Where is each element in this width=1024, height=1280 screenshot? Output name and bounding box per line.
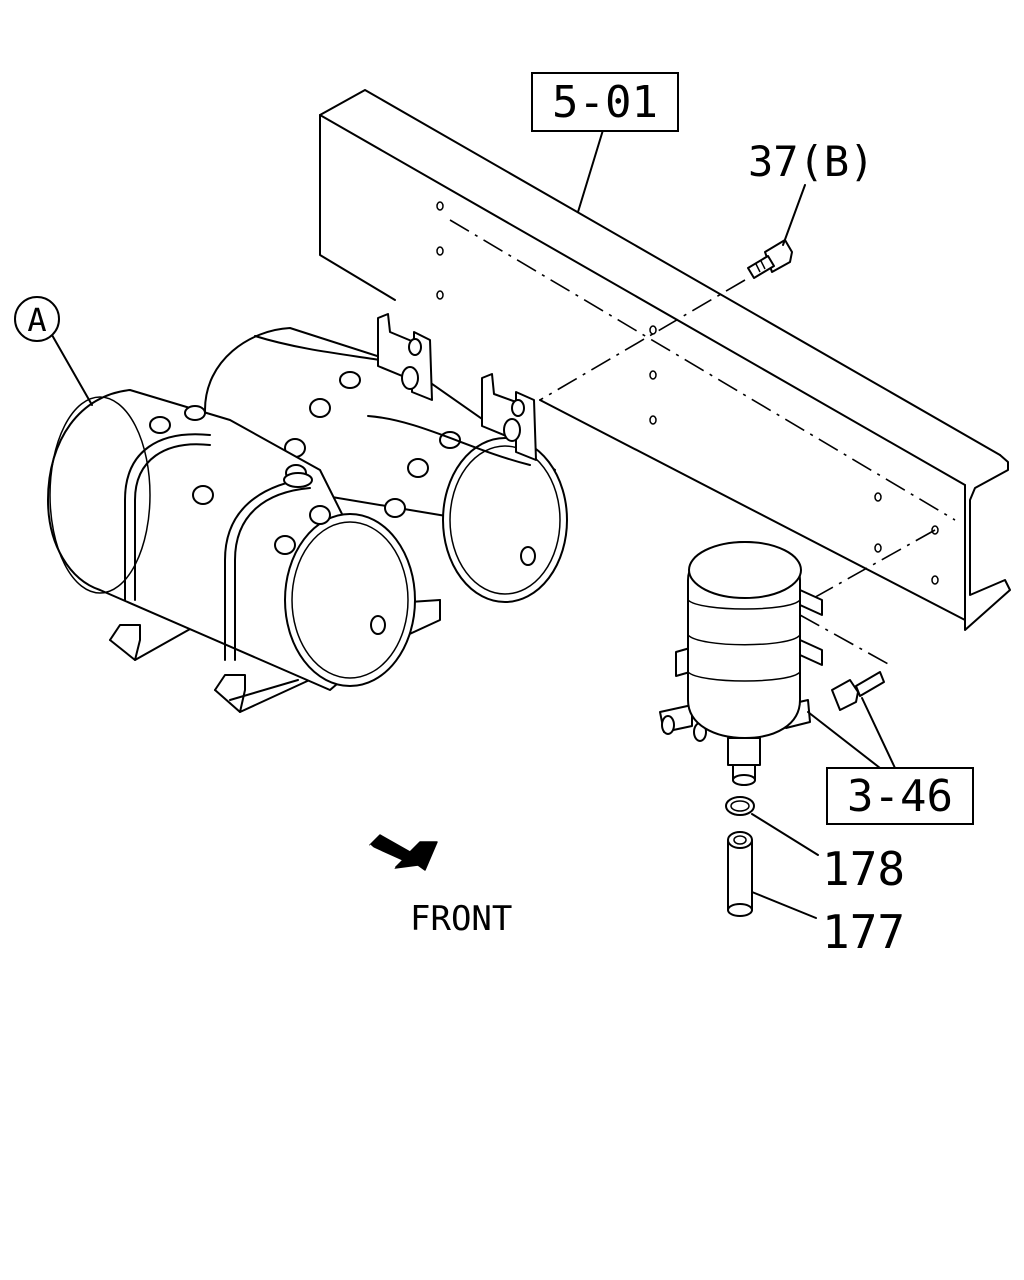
brackets [109,313,537,713]
clamp-178 [725,796,755,816]
center-lines [449,219,956,666]
callout-a-label: A [27,301,46,339]
frame-rail [319,89,1011,631]
leader-lines [51,129,896,919]
front-direction-label: FRONT [410,899,512,939]
air-tank-front [47,389,416,691]
bolt-37b [747,239,793,279]
hose-177 [727,831,753,917]
part-label-177: 177 [822,905,905,959]
frame-holes [436,201,939,585]
ref-box-5-01: 5-01 [531,72,679,132]
air-dryer [659,541,885,786]
ref-label-3-46: 3-46 [847,771,953,822]
ref-box-3-46: 3-46 [826,767,974,825]
callout-a: A [14,296,60,342]
front-arrow-icon [369,834,438,871]
ref-label-5-01: 5-01 [552,77,658,128]
part-label-178: 178 [822,842,905,896]
bolt-label-37b: 37(B) [748,137,874,186]
